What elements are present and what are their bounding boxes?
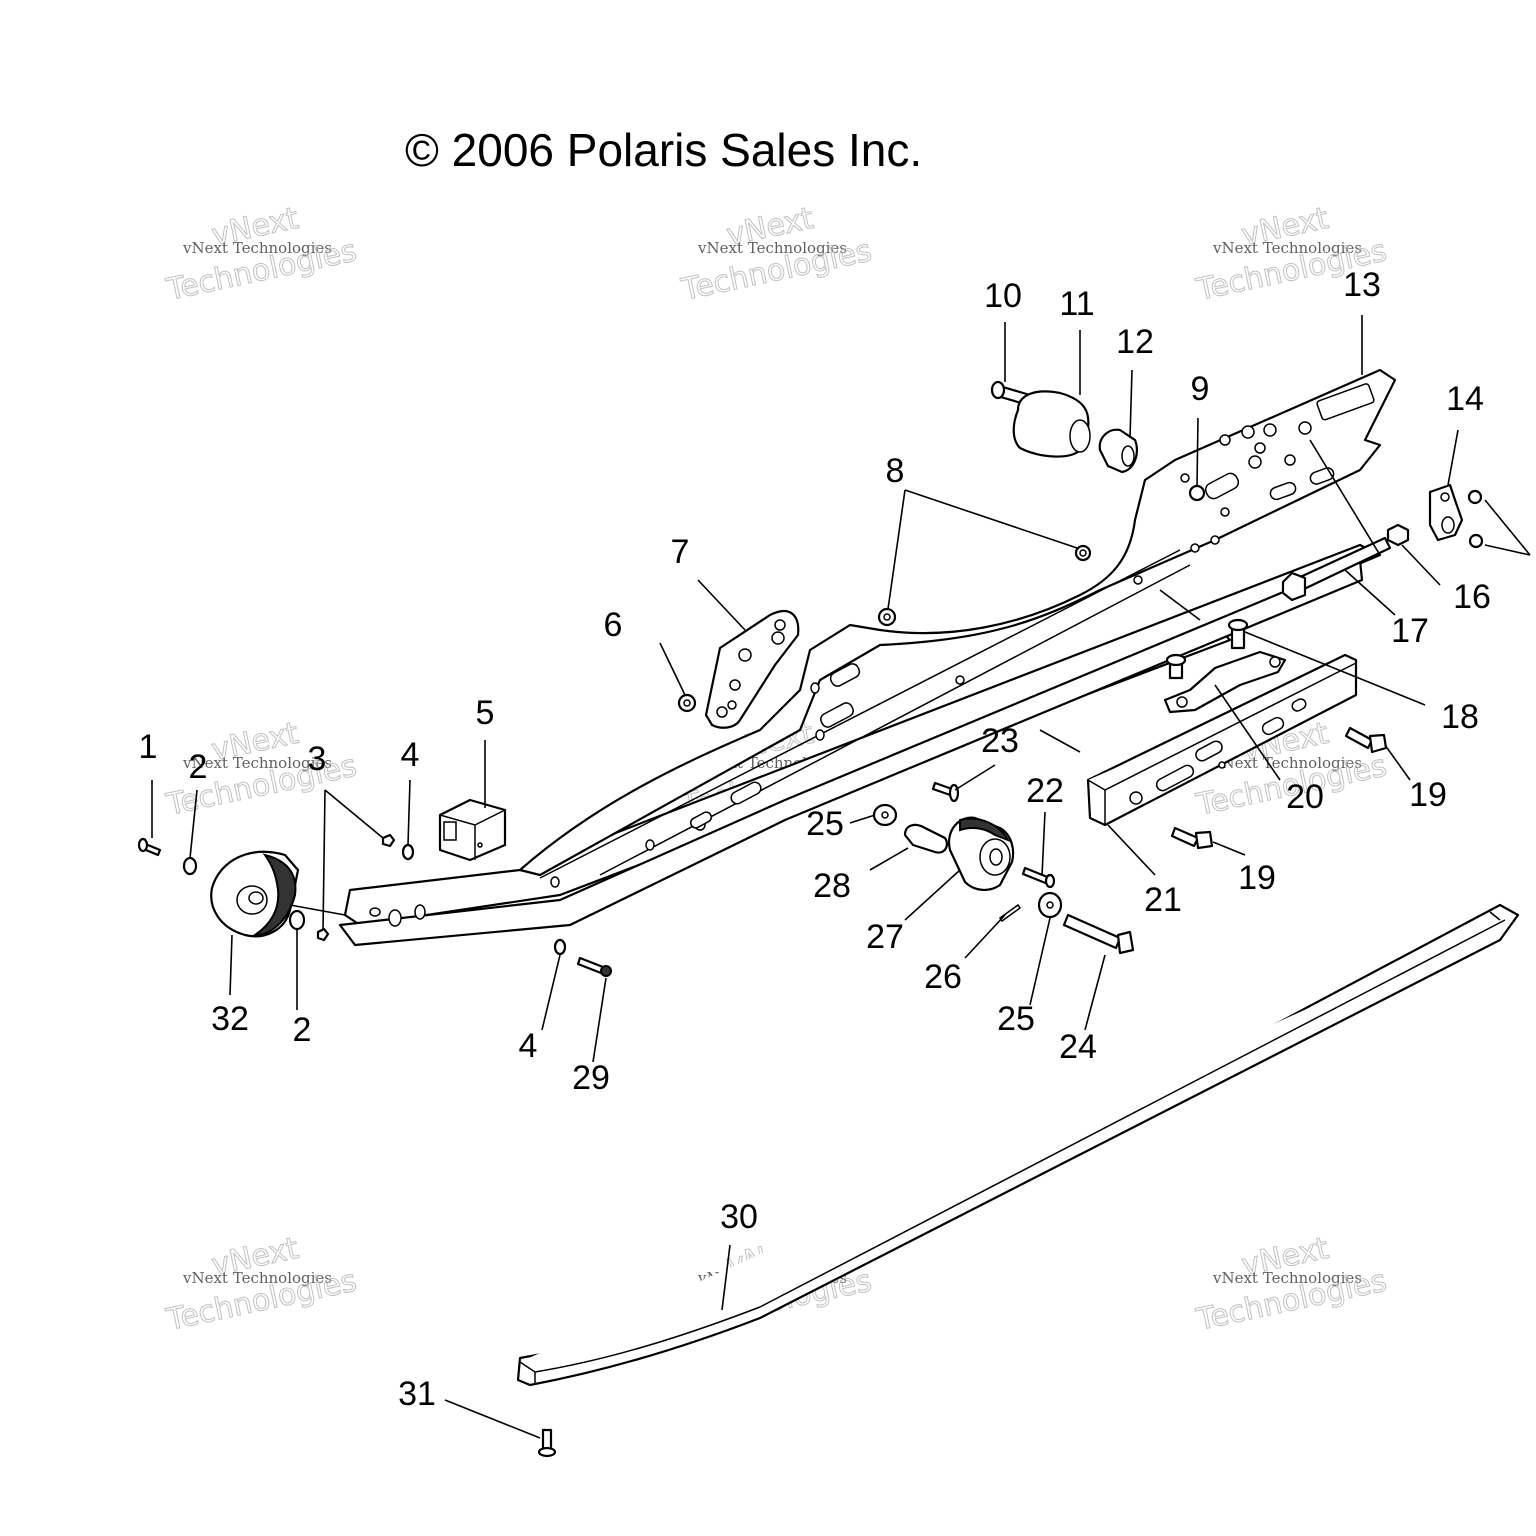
callout-labels: 1 2 3 4 5 6 7 8 9 10 11 12 13 14 16 17 1…: [139, 266, 1491, 1413]
part-24-bolt: [1062, 913, 1135, 955]
callout-18: 18: [1441, 698, 1479, 736]
callout-28: 28: [813, 867, 851, 905]
part-25-washers: [872, 803, 1063, 919]
callout-26: 26: [924, 958, 962, 996]
callout-10: 10: [984, 277, 1022, 315]
part-5-block: [438, 798, 507, 862]
callout-13: 13: [1343, 266, 1381, 304]
part-28-spacer: [903, 823, 949, 854]
callout-1: 1: [139, 728, 158, 766]
part-27-spindle: [947, 816, 1015, 891]
part-12-bushing: [1098, 428, 1139, 474]
svg-text:vNext Technologies: vNext Technologies: [182, 1269, 332, 1287]
part-21-rail: [1086, 653, 1358, 827]
callout-17: 17: [1391, 612, 1429, 650]
callout-27: 27: [866, 918, 904, 956]
part-31-screw: [537, 1428, 557, 1458]
part-8-nuts: [877, 544, 1092, 627]
callout-14: 14: [1446, 380, 1484, 418]
leader-lines: [151, 315, 1531, 1439]
part-22-bolt: [1021, 866, 1056, 889]
svg-text:vNext Technologies: vNext Technologies: [1212, 239, 1362, 257]
part-30-runner: [516, 903, 1520, 1387]
svg-text:vNext Technologies: vNext Technologies: [182, 754, 332, 772]
part-14-bracket: [1428, 483, 1484, 549]
callout-19-upper: 19: [1409, 776, 1447, 814]
callout-32: 32: [211, 1000, 249, 1038]
svg-text:vNext Technologies: vNext Technologies: [697, 239, 847, 257]
callout-9: 9: [1191, 370, 1210, 408]
part-19-bolts: [1170, 726, 1388, 850]
part-16-nut: [1386, 523, 1410, 547]
callout-12: 12: [1116, 323, 1154, 361]
callout-4: 4: [401, 736, 420, 774]
part-29-bolt: [576, 956, 612, 977]
callout-5: 5: [476, 694, 495, 732]
callout-2-lower: 2: [293, 1011, 312, 1049]
part-20-clamp: [1163, 650, 1287, 714]
callout-25-lower: 25: [997, 1000, 1035, 1038]
ski-body: [338, 368, 1397, 947]
part-6-nut: [677, 693, 697, 713]
svg-text:vNext Technologies: vNext Technologies: [1212, 1269, 1362, 1287]
part-26-cotter-pin: [998, 903, 1022, 923]
callout-3: 3: [308, 740, 327, 778]
part-1-bolt: [137, 837, 162, 857]
callout-22: 22: [1026, 772, 1064, 810]
callout-23: 23: [981, 722, 1019, 760]
callout-21: 21: [1144, 881, 1182, 919]
part-32-bumper: [210, 850, 300, 938]
callout-19-lower: 19: [1238, 859, 1276, 897]
callout-11: 11: [1059, 285, 1094, 323]
part-7-plate: [704, 610, 800, 729]
callout-25-upper: 25: [806, 805, 844, 843]
callout-6: 6: [604, 606, 623, 644]
part-18-bolt: [1165, 618, 1249, 680]
callout-29: 29: [572, 1059, 610, 1097]
callout-7: 7: [671, 533, 690, 571]
callout-4-lower: 4: [519, 1027, 538, 1065]
part-17-bolt: [1281, 536, 1392, 602]
copyright-notice: © 2006 Polaris Sales Inc.: [405, 124, 922, 176]
part-23-bolt: [931, 781, 960, 803]
svg-text:vNext Technologies: vNext Technologies: [182, 239, 332, 257]
callout-8: 8: [886, 452, 905, 490]
svg-text:vNext Technologies: vNext Technologies: [1212, 754, 1362, 772]
callout-16: 16: [1453, 578, 1491, 616]
part-11-bushing: [1012, 390, 1091, 458]
callout-20: 20: [1286, 778, 1324, 816]
part-9-nut: [1188, 484, 1206, 502]
part-4-nuts: [401, 843, 567, 956]
callout-24: 24: [1059, 1028, 1097, 1066]
callout-2: 2: [189, 748, 208, 786]
callout-30: 30: [720, 1198, 758, 1236]
callout-31: 31: [398, 1375, 436, 1413]
part-3-nuts: [316, 833, 396, 942]
